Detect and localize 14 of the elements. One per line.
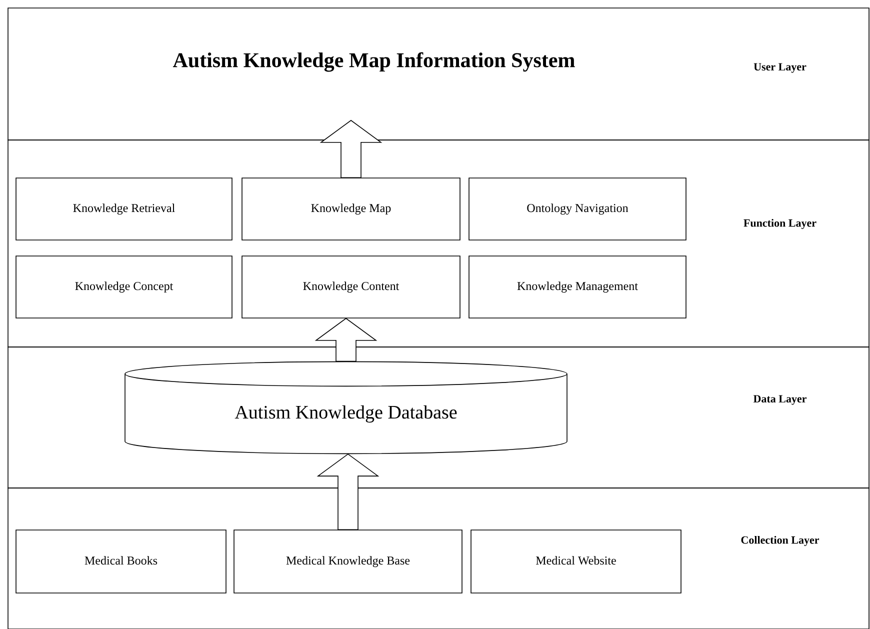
process-box: Knowledge Concept xyxy=(16,256,232,318)
process-box: Knowledge Map xyxy=(242,178,460,240)
process-box: Knowledge Content xyxy=(242,256,460,318)
process-box: Ontology Navigation xyxy=(468,178,686,240)
process-box: Knowledge Management xyxy=(468,256,686,318)
process-box: Medical Knowledge Base xyxy=(234,530,462,594)
database-cylinder: Autism Knowledge Database xyxy=(124,361,568,454)
block-arrow xyxy=(320,120,382,178)
title: Autism Knowledge Map Information System xyxy=(172,52,575,72)
process-box: Knowledge Retrieval xyxy=(16,178,232,240)
process-box: Medical Website xyxy=(470,530,682,594)
block-arrow xyxy=(314,318,378,362)
block-arrow xyxy=(316,454,380,530)
process-box: Medical Books xyxy=(16,530,226,594)
